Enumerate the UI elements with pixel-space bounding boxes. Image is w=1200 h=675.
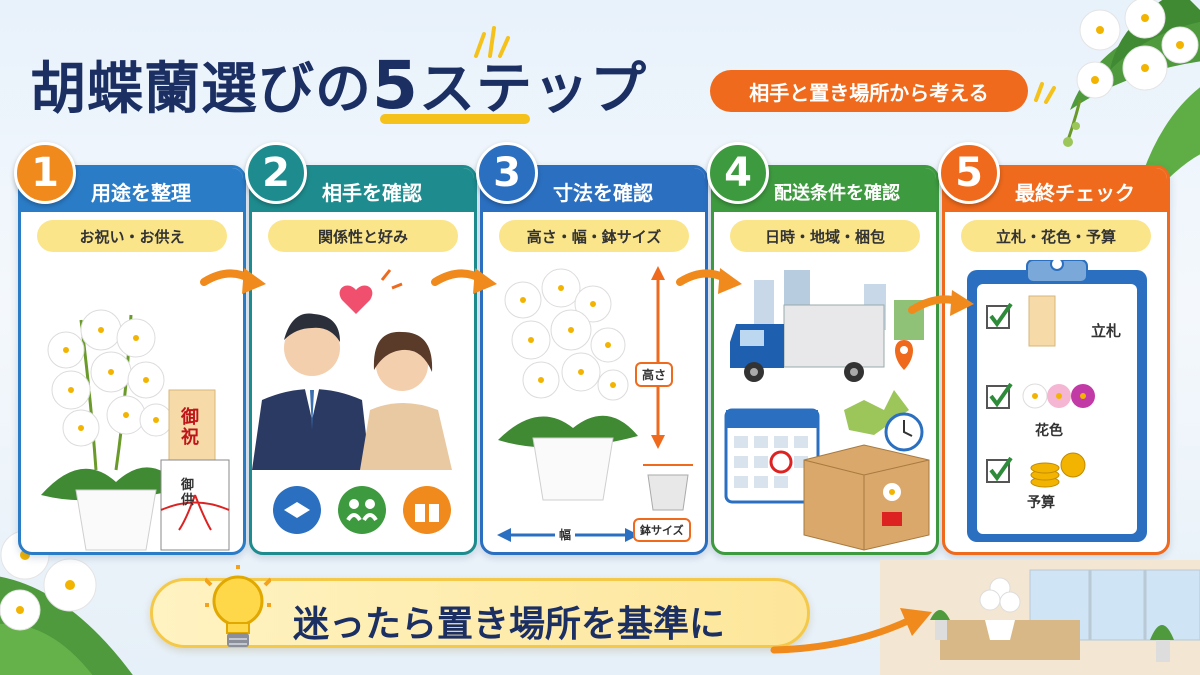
step-card-2: 相手を確認 関係性と好み	[249, 165, 477, 555]
arrow-right-icon	[431, 268, 497, 294]
step-chip: 高さ・幅・鉢サイズ	[499, 220, 689, 252]
checklist-item-sign: 立札	[1091, 322, 1122, 340]
step-chip: 関係性と好み	[268, 220, 458, 252]
title-block: 胡蝶蘭選びの5ステップ	[30, 26, 710, 125]
arrow-right-icon	[770, 608, 932, 654]
step-chip: 日時・地域・梱包	[730, 220, 920, 252]
step-badge-4: 4	[707, 142, 769, 204]
step-card-1: 用途を整理 お祝い・お供え 御祝 御供	[18, 165, 246, 555]
arrow-right-icon	[676, 268, 742, 294]
spark-icon	[474, 26, 510, 58]
spark-icon	[1034, 82, 1056, 104]
lightbulb-icon	[205, 565, 271, 647]
title-number: 5	[372, 47, 419, 124]
checklist-clipboard-illustration	[967, 260, 1147, 542]
subtitle-pill: 相手と置き場所から考える	[710, 70, 1028, 112]
step-badge-2: 2	[245, 142, 307, 204]
step-badge-3: 3	[476, 142, 538, 204]
delivery-illustration	[724, 270, 930, 551]
orchid-pot-illustration	[41, 309, 230, 551]
title-suffix: ステップ	[418, 57, 647, 122]
step-card-4: 配送条件を確認 日時・地域・梱包	[711, 165, 939, 555]
pot-size-label: 鉢サイズ	[633, 518, 691, 542]
title-underline	[380, 114, 530, 124]
office-room-illustration	[880, 560, 1200, 675]
step-title: 配送条件を確認	[774, 183, 900, 204]
step-badge-5: 5	[938, 142, 1000, 204]
banner-text: 迷ったら置き場所を基準に	[293, 604, 726, 645]
step-title: 最終チェック	[1015, 181, 1135, 205]
tag-offering: 御供	[181, 478, 195, 508]
size-diagram-illustration	[497, 266, 693, 542]
step-card-3: 寸法を確認 高さ・幅・鉢サイズ 高さ 幅 鉢サイズ	[480, 165, 708, 555]
people-illustration	[252, 269, 452, 534]
checklist-item-budget: 予算	[1027, 495, 1055, 511]
arrow-right-icon	[200, 268, 266, 294]
checklist-item-color: 花色	[1035, 423, 1063, 439]
height-label: 高さ	[635, 362, 674, 387]
step-title: 相手を確認	[322, 181, 422, 205]
width-label: 幅	[555, 526, 576, 543]
step-chip: お祝い・お供え	[37, 220, 227, 252]
step-title: 用途を整理	[91, 181, 191, 205]
step-title: 寸法を確認	[553, 181, 653, 205]
step-card-5: 最終チェック 立札・花色・予算	[942, 165, 1170, 555]
arrow-right-icon	[908, 290, 974, 316]
title-prefix: 胡蝶蘭選びの	[30, 57, 372, 122]
page-title: 胡蝶蘭選びの5ステップ	[30, 44, 647, 125]
step-chip: 立札・花色・予算	[961, 220, 1151, 252]
tag-celebration: 御祝	[181, 407, 199, 448]
step-badge-1: 1	[14, 142, 76, 204]
